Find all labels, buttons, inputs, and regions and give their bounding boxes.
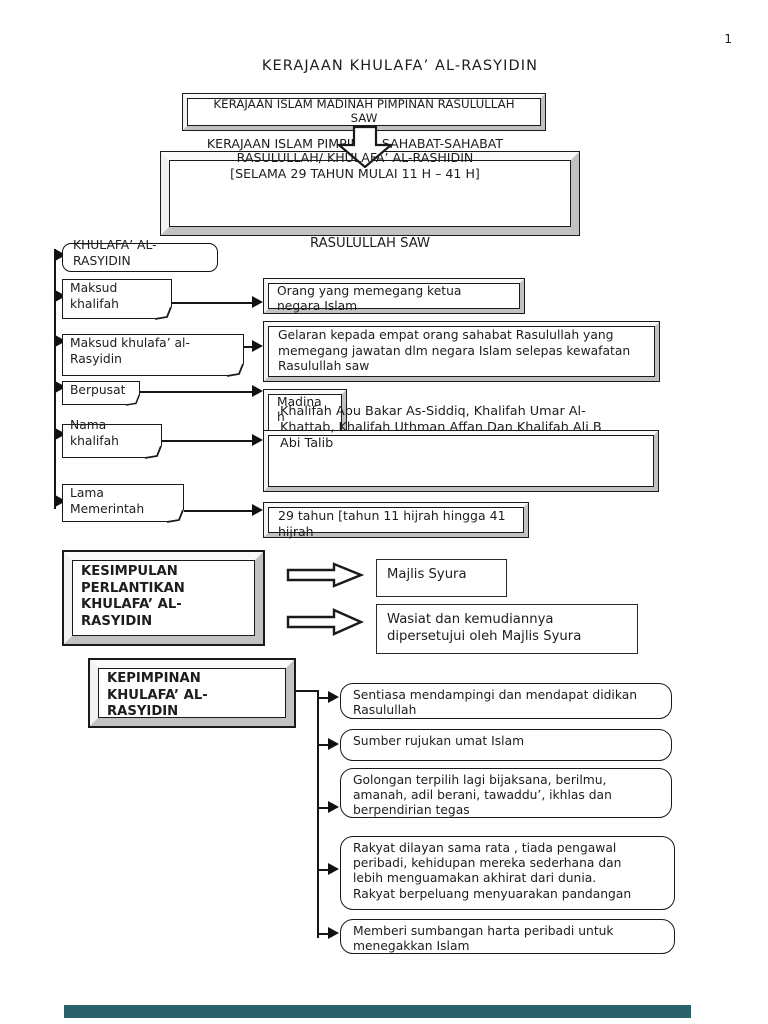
- arrowhead-icon: [328, 801, 339, 813]
- box-kerajaan-madinah-text: KERAJAAN ISLAM MADINAH PIMPINAN RASULULL…: [213, 97, 515, 125]
- arrowhead-icon: [328, 863, 339, 875]
- bevel-inner: [268, 283, 520, 309]
- box-29-tahun-text: 29 tahun [tahun 11 hijrah hingga 41 hijr…: [278, 508, 506, 539]
- node-lama-memerintah-label: Lama Memerintah: [70, 486, 145, 516]
- node-khulafa-rasyidin: KHULAFA’ AL- RASYIDIN: [62, 238, 218, 272]
- bevel-inner: [268, 507, 524, 533]
- khalifah-names-text: Khalifah Abu Bakar As-Siddiq, Khalifah U…: [280, 404, 602, 452]
- folded-corner-icon: [125, 394, 141, 406]
- node-nama-khalifah: Nama khalifah: [62, 418, 163, 459]
- list-item-sentiasa: Sentiasa mendampingi dan mendapat didika…: [340, 683, 672, 719]
- node-lama-memerintah: Lama Memerintah: [62, 484, 185, 523]
- box-madinah-text: Madina h: [277, 395, 322, 424]
- block-arrow-right-icon: [286, 562, 364, 588]
- branch-triangle: [55, 495, 66, 507]
- tree-line: [319, 807, 329, 809]
- list-item-sumbangan: Memberi sumbangan harta peribadi untuk m…: [340, 919, 675, 954]
- box-majlis-syura-text: Majlis Syura: [387, 567, 467, 582]
- arrowhead-icon: [252, 504, 263, 516]
- connector-line: [162, 440, 252, 442]
- box-majlis-syura: Majlis Syura: [376, 559, 507, 597]
- box-nama-khalifah-value: [263, 430, 659, 492]
- tree-line: [319, 933, 329, 935]
- arrowhead-icon: [252, 385, 263, 397]
- branch-triangle: [55, 290, 66, 302]
- box-kepimpinan: KEPIMPINAN KHULAFA’ AL- RASYIDIN: [88, 658, 296, 728]
- folded-corner-icon: [154, 306, 173, 320]
- folded-corner-icon: [226, 363, 245, 377]
- list-item-rakyat: Rakyat dilayan sama rata , tiada pengawa…: [340, 836, 675, 910]
- caption-rasulullah-saw: RASULULLAH SAW: [309, 236, 431, 251]
- node-maksud-khulafa-label: Maksud khulafa’ al- Rasyidin: [70, 336, 190, 366]
- page-number: 1: [724, 32, 732, 46]
- branch-triangle: [55, 335, 66, 347]
- box-orang-memegang-text: Orang yang memegang ketua negara Islam: [277, 284, 462, 313]
- spine-line: [54, 249, 56, 509]
- page-title: KERAJAAN KHULAFA’ AL-RASYIDIN: [261, 58, 539, 74]
- box-kesimpulan: KESIMPULAN PERLANTIKAN KHULAFA’ AL- RASY…: [62, 550, 265, 646]
- arrowhead-icon: [252, 340, 263, 352]
- bevel-frame: [264, 431, 658, 491]
- node-maksud-khulafa: Maksud khulafa’ al- Rasyidin: [62, 334, 245, 377]
- bevel-inner: [268, 435, 654, 487]
- bevel-frame: [264, 503, 528, 537]
- footer-progress-bar: [64, 1005, 691, 1018]
- box-kepimpinan-title: KEPIMPINAN KHULAFA’ AL- RASYIDIN: [107, 671, 208, 719]
- box-29-tahun: 29 tahun [tahun 11 hijrah hingga 41 hijr…: [263, 502, 529, 539]
- node-maksud-khalifah: Maksud khalifah: [62, 279, 173, 320]
- tree-line: [319, 869, 329, 871]
- bevel-inner: [268, 326, 655, 377]
- bevel-frame: [264, 279, 524, 313]
- branch-triangle: [55, 428, 66, 440]
- node-nama-khalifah-label: Nama khalifah: [70, 418, 119, 448]
- tree-line: [317, 690, 319, 938]
- list-item-golongan: Golongan terpilih lagi bijaksana, berilm…: [340, 768, 672, 818]
- bevel-frame: [90, 660, 294, 726]
- bevel-inner: [169, 160, 571, 227]
- arrowhead-icon: [328, 738, 339, 750]
- node-berpusat-label: Berpusat: [70, 383, 126, 397]
- node-berpusat: Berpusat: [62, 381, 141, 406]
- branch-triangle: [55, 249, 66, 261]
- bevel-frame: [64, 552, 263, 644]
- arrowhead-icon: [328, 691, 339, 703]
- box-gelaran-text: Gelaran kepada empat orang sahabat Rasul…: [278, 328, 631, 373]
- block-arrow-right-icon: [286, 608, 364, 636]
- arrowhead-icon: [252, 434, 263, 446]
- arrowhead-icon: [252, 296, 263, 308]
- list-item-sumber: Sumber rujukan umat Islam: [340, 729, 672, 761]
- text-rasulullah-khulafa: RASULULLAH/ KHULAFA’ AL-RASHIDIN: [236, 150, 474, 165]
- tree-line: [319, 697, 329, 699]
- arrow-down-icon: [337, 126, 393, 168]
- box-wasiat: Wasiat dan kemudiannya dipersetujui oleh…: [376, 604, 638, 654]
- tree-line: [319, 744, 329, 746]
- connector-line: [184, 510, 252, 512]
- tree-line: [296, 690, 319, 692]
- bevel-inner: [72, 560, 255, 636]
- box-madinah: Madina h: [263, 389, 347, 437]
- box-orang-memegang: Orang yang memegang ketua negara Islam: [263, 278, 525, 314]
- bevel-inner: [187, 98, 541, 126]
- bevel-inner: [268, 394, 342, 432]
- box-kesimpulan-title: KESIMPULAN PERLANTIKAN KHULAFA’ AL- RASY…: [81, 564, 185, 629]
- branch-triangle: [55, 381, 66, 393]
- folded-corner-icon: [166, 509, 185, 523]
- node-khulafa-rasyidin-label: KHULAFA’ AL- RASYIDIN: [73, 238, 157, 268]
- box-wasiat-text: Wasiat dan kemudiannya dipersetujui oleh…: [387, 612, 582, 644]
- connector-line: [140, 391, 252, 393]
- bevel-frame: [264, 322, 659, 381]
- connector-line: [244, 346, 252, 348]
- box-gelaran: Gelaran kepada empat orang sahabat Rasul…: [263, 321, 660, 382]
- folded-corner-icon: [144, 445, 163, 459]
- bevel-inner: [98, 668, 286, 718]
- text-selama-29: [SELAMA 29 TAHUN MULAI 11 H – 41 H]: [230, 166, 480, 181]
- arrowhead-icon: [328, 927, 339, 939]
- connector-line: [172, 302, 252, 304]
- node-maksud-khalifah-label: Maksud khalifah: [70, 281, 119, 311]
